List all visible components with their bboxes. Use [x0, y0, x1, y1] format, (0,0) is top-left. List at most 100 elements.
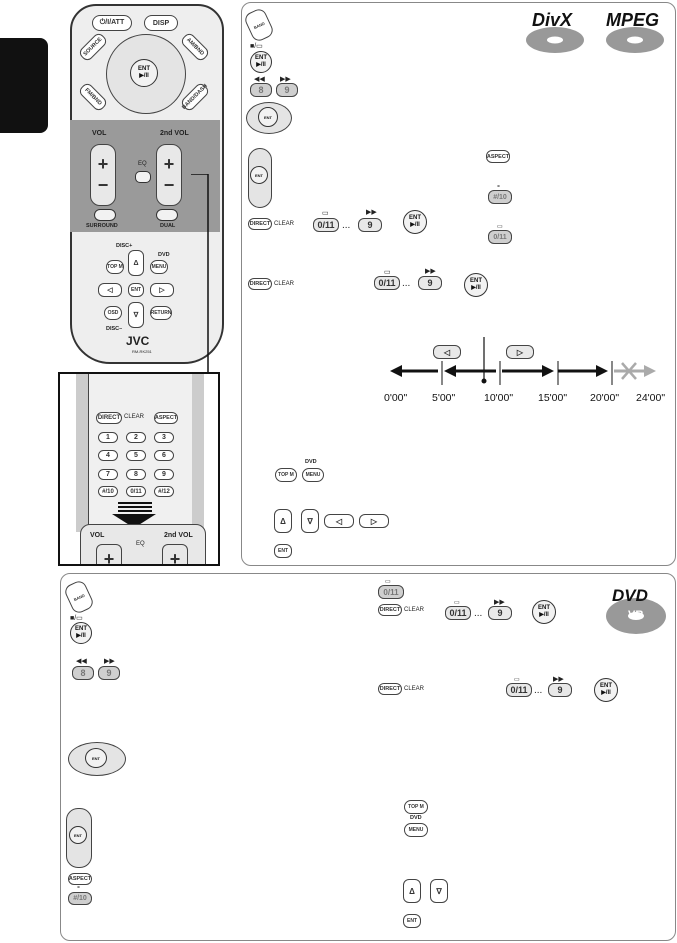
disp-button[interactable]: DISP	[144, 15, 178, 31]
ent-key-2[interactable]: ENT▶/II	[464, 273, 488, 297]
nine-key-1[interactable]: 9	[358, 218, 382, 232]
direct-key-2[interactable]: DIRECT	[248, 278, 272, 290]
dvr-skip-ring-center[interactable]: ENT	[85, 748, 107, 768]
dvr-menu-key[interactable]: MENU	[404, 823, 428, 837]
timeline-right-button[interactable]: ▷	[506, 345, 534, 359]
stop-glyph: ■/▭	[250, 43, 263, 50]
down-key[interactable]: ∇	[301, 509, 319, 533]
osd-button[interactable]: OSD	[104, 306, 122, 320]
left-button[interactable]: ◁	[98, 283, 122, 297]
key-hash10[interactable]: #/10	[98, 486, 118, 497]
ent-play-key[interactable]: ENT▶/II	[250, 51, 272, 73]
right-button[interactable]: ▷	[150, 283, 174, 297]
up-key[interactable]: Δ	[274, 509, 292, 533]
key-5[interactable]: 5	[126, 450, 146, 461]
fm-band-button[interactable]: FM/BND	[77, 81, 109, 113]
tick-5: 5'00"	[432, 392, 456, 404]
ff-glyph-1: ▶▶	[366, 209, 377, 216]
up-button[interactable]: Δ	[128, 250, 144, 276]
dvr-ent-key-small[interactable]: ENT	[403, 914, 421, 928]
dvr-direct-key-2[interactable]: DIRECT	[378, 683, 402, 695]
down-button[interactable]: ∇	[128, 302, 144, 328]
subtitle-glyph-1: ▭	[322, 210, 329, 217]
key-4[interactable]: 4	[98, 450, 118, 461]
inset-vol-plus[interactable]: +	[96, 544, 122, 564]
clear-label-2: CLEAR	[274, 281, 295, 287]
key-9-gray[interactable]: 9	[276, 83, 298, 97]
top-m-button[interactable]: TOP M	[106, 260, 124, 274]
dvr-ff-glyph-1: ▶▶	[494, 599, 505, 606]
dvr-ent-key-1[interactable]: ENT▶/II	[532, 600, 556, 624]
key-3[interactable]: 3	[154, 432, 174, 443]
ent-key-small[interactable]: ENT	[274, 544, 292, 558]
dual-label: DUAL	[160, 223, 176, 229]
surround-button[interactable]	[94, 209, 116, 221]
left-key[interactable]: ◁	[324, 514, 354, 528]
tick-0: 0'00"	[384, 392, 408, 404]
zero11-key-gray[interactable]: 0/11	[488, 230, 512, 244]
remote-ent-button[interactable]: ENT	[128, 283, 144, 297]
dual-button[interactable]	[156, 209, 178, 221]
direct-button[interactable]: DIRECT	[96, 412, 122, 424]
dvr-ff-glyph: ▶▶	[104, 658, 115, 665]
key-7[interactable]: 7	[98, 469, 118, 480]
inset-second-vol-plus[interactable]: +	[162, 544, 188, 564]
dvr-zero11-key-2[interactable]: 0/11	[506, 683, 532, 697]
dvr-subtitle-glyph-1: ▭	[454, 600, 460, 606]
dvr-stop-glyph: ■/▭	[70, 615, 83, 622]
dvr-key-8-gray[interactable]: 8	[72, 666, 94, 680]
key-6[interactable]: 6	[154, 450, 174, 461]
am-band-button[interactable]: AM/BND	[179, 31, 211, 63]
vol-rocker[interactable]: +−	[90, 144, 116, 206]
key-8-gray[interactable]: 8	[250, 83, 272, 97]
hash10-key[interactable]: #/10	[488, 190, 512, 204]
zero11-key-2[interactable]: 0/11	[374, 276, 400, 290]
dvr-ent-play-key[interactable]: ENT▶/II	[70, 622, 92, 644]
dvr-dvd-label: DVD	[410, 815, 422, 821]
ent-key-1[interactable]: ENT▶/II	[403, 210, 427, 234]
dvr-zero11-gray[interactable]: 0/11	[378, 585, 404, 599]
dvr-nine-key-2[interactable]: 9	[548, 683, 572, 697]
rewind-glyph: ◀◀	[254, 76, 265, 83]
eq-button[interactable]	[135, 171, 151, 183]
menu-button[interactable]: MENU	[150, 260, 168, 274]
key-8[interactable]: 8	[126, 469, 146, 480]
dvr-nine-key-1[interactable]: 9	[488, 606, 512, 620]
return-button[interactable]: RETURN	[150, 306, 172, 320]
menu-key[interactable]: MENU	[302, 468, 324, 482]
skip-ring-center[interactable]: ENT	[258, 107, 278, 127]
second-vol-rocker[interactable]: +−	[156, 144, 182, 206]
nine-key-2[interactable]: 9	[418, 276, 442, 290]
dvr-key-9-gray[interactable]: 9	[98, 666, 120, 680]
dvdvr-panel	[60, 573, 676, 941]
key-9[interactable]: 9	[154, 469, 174, 480]
aspect-button[interactable]: ASPECT	[154, 412, 178, 424]
aspect-key[interactable]: ASPECT	[486, 150, 510, 163]
dvr-direct-key-1[interactable]: DIRECT	[378, 604, 402, 616]
zero11-key-1[interactable]: 0/11	[313, 218, 339, 232]
attenuate-button[interactable]: ⏻/I/ATT	[92, 15, 132, 31]
source-button[interactable]: SOURCE	[77, 31, 109, 63]
divx-logo-text: DivX	[532, 10, 573, 30]
dvr-up-key[interactable]: Δ	[403, 879, 421, 903]
dvr-hash10-key[interactable]: #/10	[68, 892, 92, 905]
vertical-pad-center[interactable]: ENT	[250, 166, 268, 184]
key-zero11[interactable]: 0/11	[126, 486, 146, 497]
timeline-left-button[interactable]: ◁	[433, 345, 461, 359]
dvr-ent-key-2[interactable]: ENT▶/II	[594, 678, 618, 702]
right-key[interactable]: ▷	[359, 514, 389, 528]
dvr-top-m-key[interactable]: TOP M	[404, 800, 428, 814]
dvr-aspect-key[interactable]: ASPECT	[68, 873, 92, 885]
dvr-vertical-pad-center[interactable]: ENT	[69, 826, 87, 844]
key-1[interactable]: 1	[98, 432, 118, 443]
key-hash12[interactable]: #/12	[154, 486, 174, 497]
top-m-key[interactable]: TOP M	[275, 468, 297, 482]
dvr-dots-2: ...	[534, 685, 543, 696]
key-2[interactable]: 2	[126, 432, 146, 443]
dvr-down-key[interactable]: ∇	[430, 879, 448, 903]
clear-label-1: CLEAR	[274, 221, 295, 227]
direct-key-1[interactable]: DIRECT	[248, 218, 272, 230]
dvr-zero11-key-1[interactable]: 0/11	[445, 606, 471, 620]
clear-label: CLEAR	[124, 414, 145, 420]
ent-button[interactable]: ENT▶/II	[130, 59, 158, 87]
